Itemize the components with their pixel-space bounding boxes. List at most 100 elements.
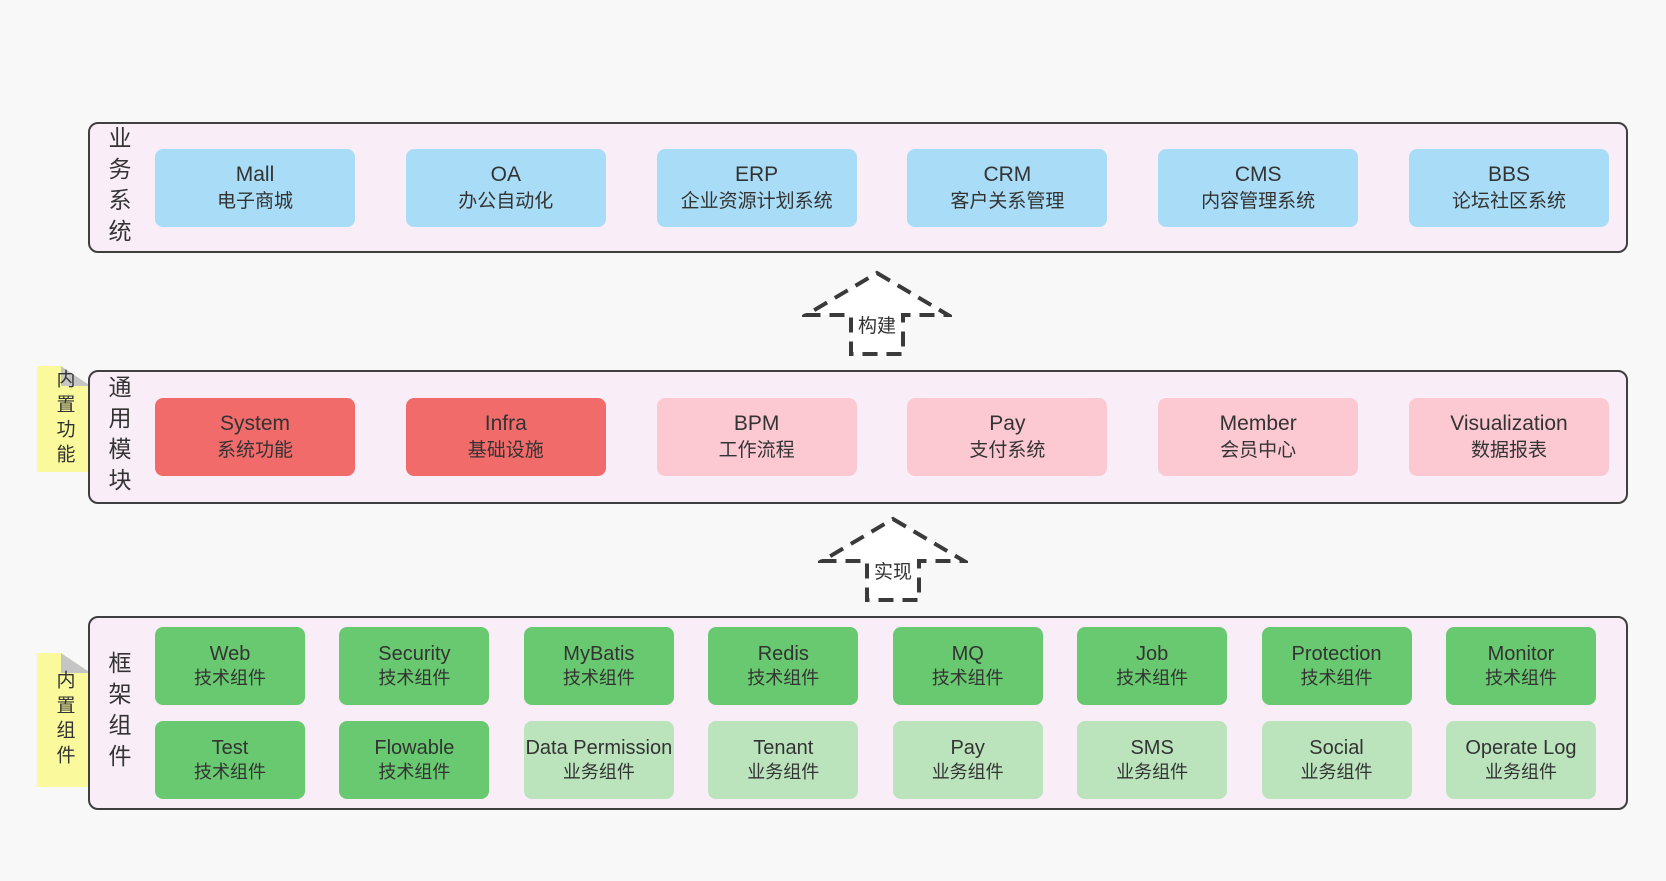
box-label-en: Monitor [1487,643,1555,665]
build-arrow: 构建 [802,270,952,358]
box-label-zh: 业务组件 [1484,762,1557,782]
box-label-zh: 技术组件 [931,668,1004,688]
box-label-zh: 内容管理系统 [1201,190,1316,212]
box-label-zh: 论坛社区系统 [1451,190,1566,212]
box-label-en: MQ [951,643,984,665]
box-member: Member 会员中心 [1158,398,1359,476]
box-label-zh: 企业资源计划系统 [680,190,833,212]
box-label-en: OA [490,162,521,186]
box-label-zh: 数据报表 [1470,440,1547,461]
box-label-en: Visualization [1450,412,1568,435]
box-mybatis: MyBatis 技术组件 [523,627,674,705]
box-label-zh: 办公自动化 [458,190,554,212]
box-label-zh: 技术组件 [194,762,266,782]
box-label-en: MyBatis [563,643,635,665]
box-label-zh: 技术组件 [378,762,451,782]
box-label-en: Redis [757,643,809,665]
box-job: Job 技术组件 [1077,627,1228,705]
box-sms: SMS 业务组件 [1077,721,1228,799]
box-label-en: Web [209,643,251,665]
framework-box-row-2: Test 技术组件 Flowable 技术组件 Data Permission … [155,721,1596,799]
box-label-en: SMS [1130,737,1174,759]
box-label-zh: 技术组件 [378,668,451,688]
box-label-en: Pay [989,412,1026,435]
panel-title-modules: 通用模块 [105,375,131,499]
panel-title-business: 业务系统 [105,125,131,250]
box-label-en: Pay [950,737,985,759]
panel-title-framework: 框架组件 [105,651,131,775]
box-web: Web 技术组件 [155,627,305,705]
box-redis: Redis 技术组件 [708,627,859,705]
box-label-zh: 技术组件 [194,668,266,688]
box-label-zh: 技术组件 [562,668,635,688]
box-protection: Protection 技术组件 [1261,627,1412,705]
box-data-permission: Data Permission 业务组件 [523,721,674,799]
box-pay: Pay 支付系统 [907,398,1108,476]
box-label-en: CMS [1234,162,1282,186]
box-flowable: Flowable 技术组件 [339,721,490,799]
box-label-en: Protection [1291,643,1382,665]
framework-components-panel: 框架组件 Web 技术组件 Security 技术组件 MyBatis 技术组件… [88,616,1628,810]
box-label-zh: 业务组件 [1300,762,1373,782]
box-label-en: Mall [235,162,275,186]
box-oa: OA 办公自动化 [405,148,606,227]
box-visualization: Visualization 数据报表 [1408,398,1609,476]
box-monitor: Monitor 技术组件 [1445,627,1596,705]
box-label-zh: 技术组件 [1116,668,1189,688]
box-cms: CMS 内容管理系统 [1158,148,1359,227]
box-erp: ERP 企业资源计划系统 [656,148,857,227]
box-infra: Infra 基础设施 [405,398,606,476]
framework-box-row-1: Web 技术组件 Security 技术组件 MyBatis 技术组件 Redi… [155,627,1596,705]
box-label-zh: 技术组件 [1484,668,1557,688]
box-label-zh: 业务组件 [931,762,1004,782]
box-label-zh: 客户关系管理 [950,190,1065,212]
box-bpm: BPM 工作流程 [656,398,857,476]
box-label-zh: 技术组件 [747,668,820,688]
box-label-zh: 工作流程 [718,440,795,461]
sticky-note-builtin-components: 内置组件 [37,653,91,787]
box-label-en: Operate Log [1465,737,1577,759]
business-box-row: Mall 电子商城 OA 办公自动化 ERP 企业资源计划系统 CRM 客户关系… [155,148,1609,227]
box-system: System 系统功能 [155,398,355,476]
box-label-en: System [219,412,290,435]
sticky-note-builtin-features: 内置功能 [37,366,91,472]
box-label-zh: 支付系统 [969,440,1046,461]
implement-arrow: 实现 [818,516,968,604]
box-pay: Pay 业务组件 [892,721,1043,799]
box-label-zh: 基础设施 [467,440,544,461]
box-label-zh: 业务组件 [747,762,820,782]
box-label-en: BPM [733,412,780,435]
box-label-zh: 技术组件 [1300,668,1373,688]
box-social: Social 业务组件 [1261,721,1412,799]
box-label-en: ERP [735,162,779,186]
modules-box-row: System 系统功能 Infra 基础设施 BPM 工作流程 Pay 支付系统… [155,398,1609,476]
box-label-en: Tenant [753,737,814,759]
box-label-en: Test [211,737,249,759]
box-tenant: Tenant 业务组件 [708,721,859,799]
build-arrow-label: 构建 [853,310,901,339]
box-label-en: BBS [1487,162,1530,186]
box-label-zh: 业务组件 [1116,762,1189,782]
box-label-zh: 业务组件 [562,762,635,782]
box-crm: CRM 客户关系管理 [907,148,1108,227]
box-bbs: BBS 论坛社区系统 [1408,148,1609,227]
box-label-zh: 系统功能 [216,440,293,461]
box-mall: Mall 电子商城 [155,148,355,227]
business-systems-panel: 业务系统 Mall 电子商城 OA 办公自动化 ERP 企业资源计划系统 CRM… [88,122,1628,253]
box-label-en: Flowable [374,737,455,759]
box-label-en: Member [1219,412,1297,435]
box-label-en: Data Permission [525,737,673,759]
common-modules-panel: 通用模块 System 系统功能 Infra 基础设施 BPM 工作流程 Pay… [88,370,1628,504]
sticky-note-text: 内置组件 [53,670,75,770]
box-label-zh: 电子商城 [216,190,293,212]
box-label-en: Security [378,643,451,665]
box-label-zh: 会员中心 [1220,440,1297,461]
box-label-en: Infra [484,412,527,435]
sticky-note-text: 内置功能 [53,369,75,469]
box-operate-log: Operate Log 业务组件 [1445,721,1596,799]
box-label-en: CRM [983,162,1032,186]
implement-arrow-label: 实现 [869,556,917,585]
box-test: Test 技术组件 [155,721,305,799]
box-label-en: Job [1135,643,1169,665]
